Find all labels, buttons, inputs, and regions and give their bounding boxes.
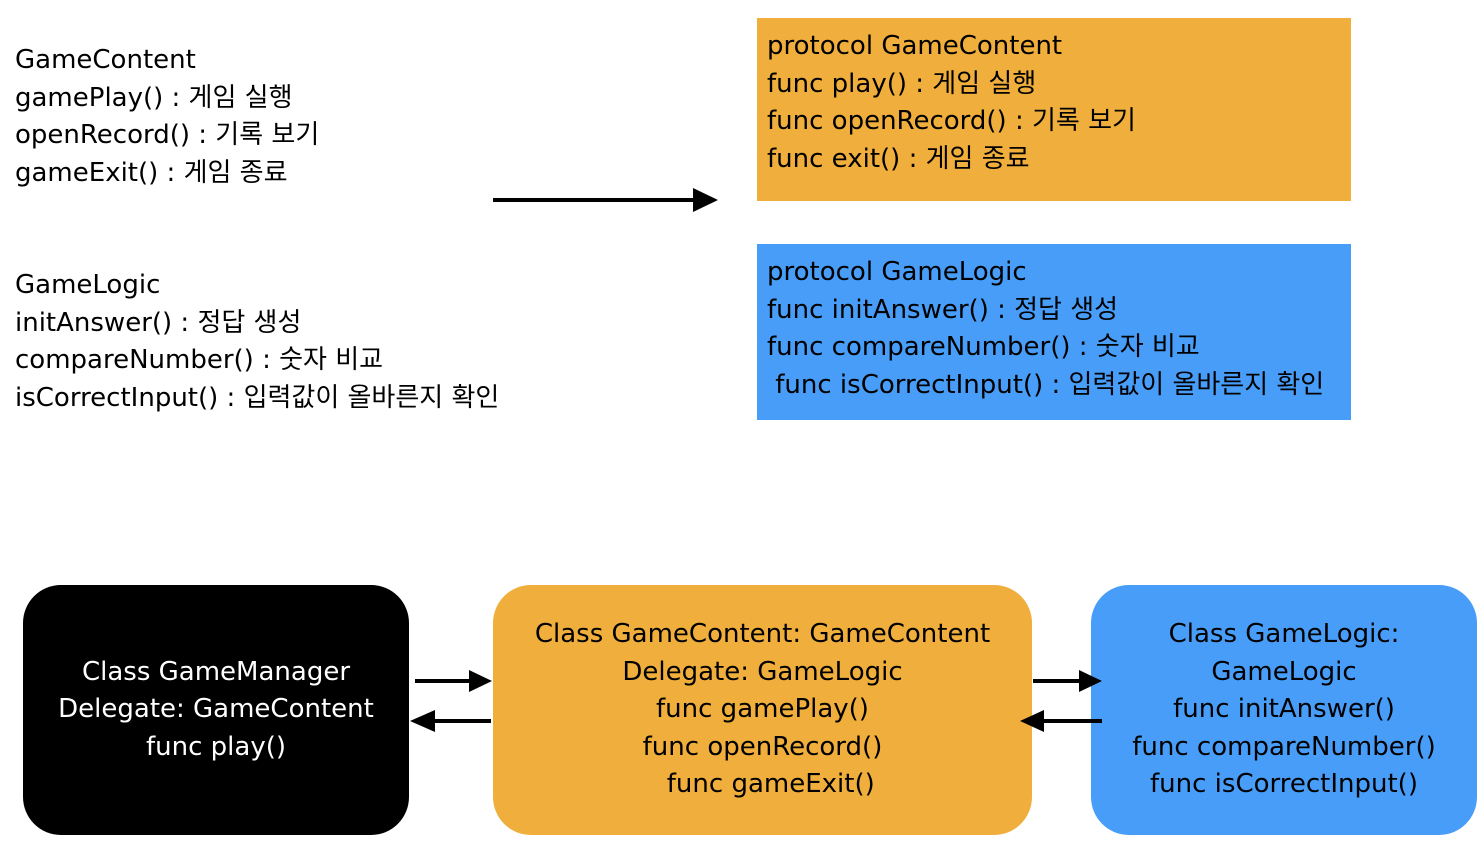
arrow-logic-to-content: [1020, 710, 1102, 732]
class-game-logic-line-3: func initAnswer(): [1173, 694, 1395, 725]
protocol-game-content-title: protocol GameContent: [767, 31, 1063, 61]
protocol-game-logic-line-3: func isCorrectInput() : 입력값이 올바른지 확인: [767, 369, 1325, 400]
arrow-content-to-manager: [410, 710, 491, 732]
protocol-game-logic-line-1: func initAnswer() : 정답 생성: [767, 294, 1119, 325]
class-game-manager-line-2: Delegate: GameContent: [58, 694, 374, 725]
game-content-line-2: openRecord() : 기록 보기: [15, 120, 320, 150]
class-game-logic-box: Class GameLogic: GameLogic func initAnsw…: [1091, 585, 1477, 835]
protocol-game-content-line-1: func play() : 게임 실행: [767, 68, 1037, 99]
class-game-content-line-2: Delegate: GameLogic: [622, 656, 903, 687]
protocol-game-content-line-3: func exit() : 게임 종료: [767, 143, 1030, 174]
class-game-manager-line-1: Class GameManager: [81, 656, 351, 687]
protocol-game-content-box: protocol GameContent func play() : 게임 실행…: [757, 18, 1351, 201]
class-game-manager-box: Class GameManager Delegate: GameContent …: [23, 585, 409, 835]
class-game-content-line-1: Class GameContent: GameContent: [534, 619, 991, 650]
class-game-logic-line-1: Class GameLogic:: [1168, 619, 1400, 650]
game-logic-description: GameLogic initAnswer() : 정답 생성 compareNu…: [15, 267, 499, 417]
class-game-content-line-3: func gamePlay(): [656, 694, 869, 725]
class-game-logic-line-2: GameLogic: [1211, 656, 1357, 687]
protocol-game-logic-title: protocol GameLogic: [767, 257, 1027, 287]
class-game-manager-line-3: func play(): [145, 731, 286, 762]
game-content-line-3: gameExit() : 게임 종료: [15, 157, 288, 188]
game-content-description: GameContent gamePlay() : 게임 실행 openRecor…: [15, 42, 319, 192]
protocol-game-logic-line-2: func compareNumber() : 숫자 비교: [767, 332, 1200, 362]
arrow-content-to-logic: [1033, 670, 1102, 692]
class-game-content-line-4: func openRecord(): [642, 731, 883, 762]
game-logic-line-1: initAnswer() : 정답 생성: [15, 307, 302, 338]
class-game-logic-line-4: func compareNumber(): [1132, 731, 1436, 762]
class-game-logic-line-5: func isCorrectInput(): [1150, 769, 1418, 800]
game-content-title: GameContent: [15, 45, 196, 75]
game-logic-title: GameLogic: [15, 270, 161, 300]
arrow-manager-to-content: [415, 670, 492, 692]
arrow-description-to-protocol: [493, 188, 718, 212]
game-logic-line-3: isCorrectInput() : 입력값이 올바른지 확인: [15, 382, 500, 413]
class-game-content-box: Class GameContent: GameContent Delegate:…: [493, 585, 1032, 835]
game-logic-line-2: compareNumber() : 숫자 비교: [15, 345, 384, 375]
protocol-game-content-line-2: func openRecord() : 기록 보기: [767, 106, 1136, 136]
class-game-content-line-5: func gameExit(): [650, 769, 875, 800]
game-content-line-1: gamePlay() : 게임 실행: [15, 82, 293, 113]
protocol-game-logic-box: protocol GameLogic func initAnswer() : 정…: [757, 244, 1351, 420]
